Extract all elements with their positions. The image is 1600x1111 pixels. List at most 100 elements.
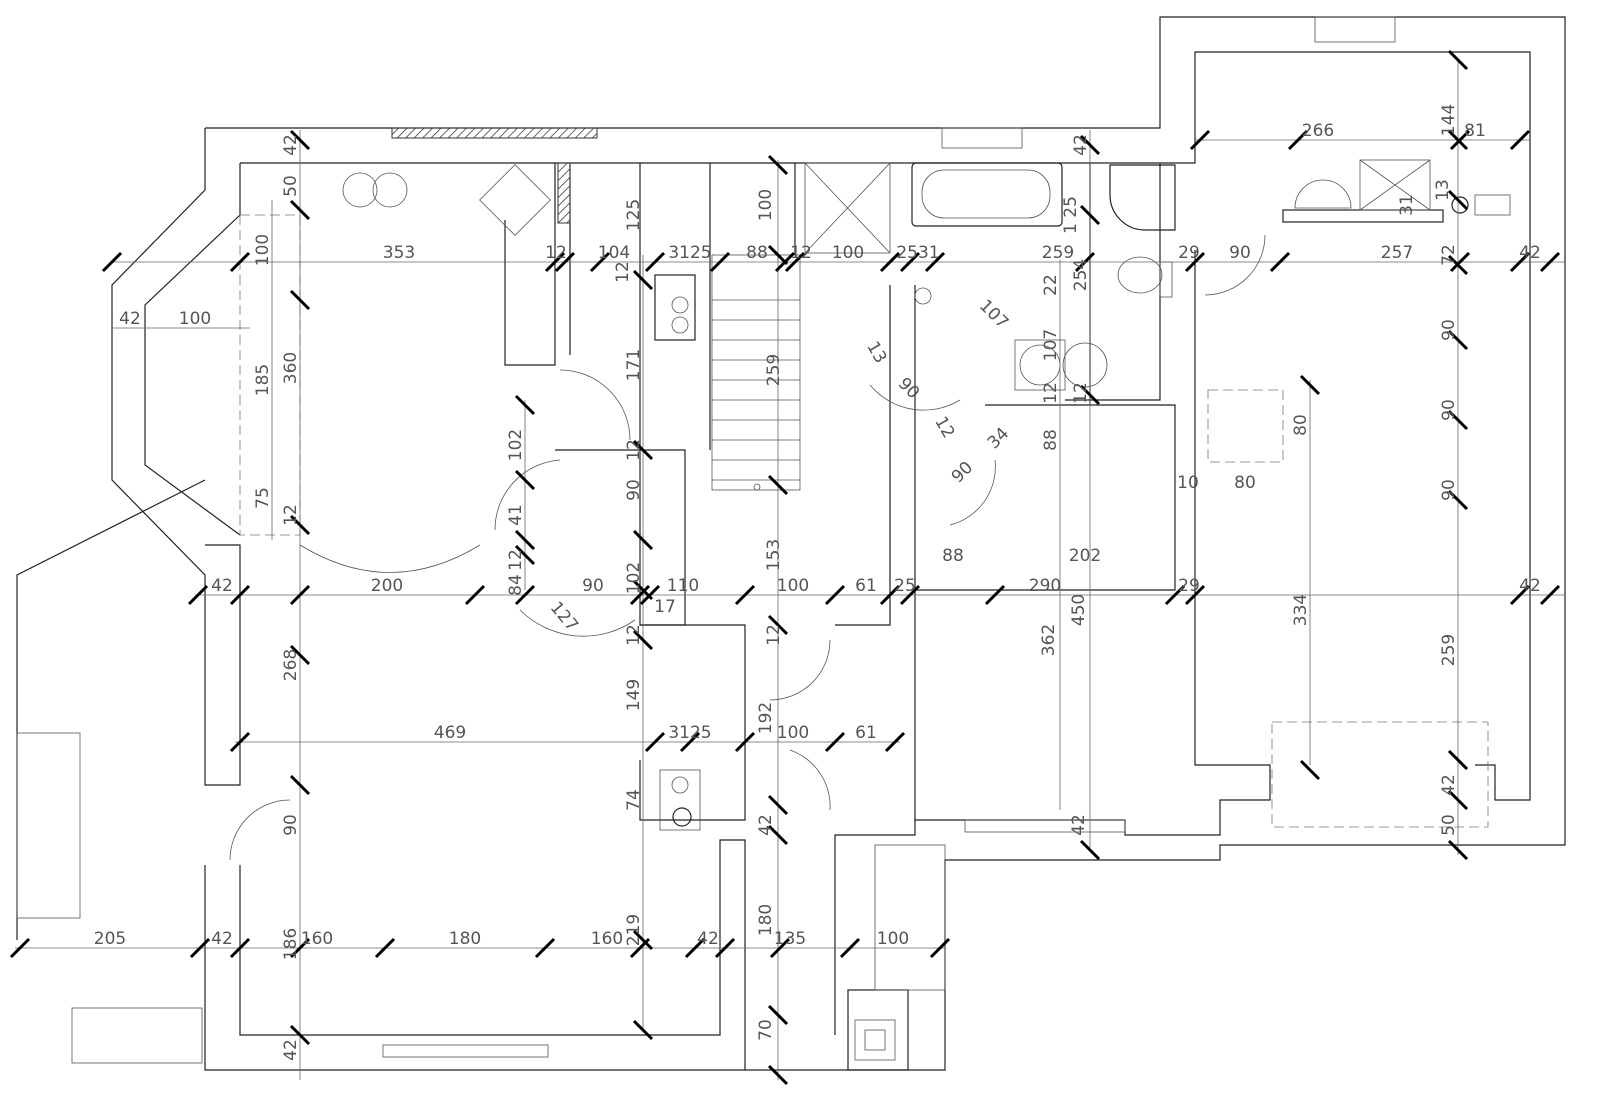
dimension-label: 100	[777, 723, 809, 743]
dimension-label: 259	[764, 354, 784, 386]
dimension-label: 72	[1439, 244, 1459, 266]
dimension-tick	[767, 154, 789, 176]
dimension-label: 125	[624, 199, 644, 231]
dimension-tick	[1509, 129, 1531, 151]
dimension-tick	[1447, 49, 1469, 71]
dimension-label: 75	[253, 487, 273, 509]
dimension-tick	[714, 937, 736, 959]
dimension-label: 259	[1439, 634, 1459, 666]
dimension-label: 90	[894, 374, 923, 403]
dimension-tick	[514, 394, 536, 416]
dimension-label: 186	[281, 928, 301, 960]
dimension-tick	[534, 937, 556, 959]
dimension-label: 149	[624, 679, 644, 711]
outdoor-elements	[16, 214, 1489, 1064]
stairs	[711, 254, 801, 491]
dimension-tick	[1447, 189, 1469, 211]
dimension-label: 31	[1397, 194, 1417, 216]
dimension-label: 12	[790, 243, 812, 263]
dimension-label: 22	[1041, 274, 1061, 296]
dimension-label: 144	[1439, 104, 1459, 136]
dimension-tick	[632, 269, 654, 291]
dimension-label: 88	[1041, 429, 1061, 451]
dimension-tick	[1184, 251, 1206, 273]
dimension-tick	[1079, 839, 1101, 861]
dimension-label: 42	[281, 134, 301, 156]
dimension-tick	[1447, 489, 1469, 511]
dimension-label: 12	[930, 413, 958, 442]
dimension-tick	[229, 251, 251, 273]
dimension-label: 17	[654, 597, 676, 617]
dimension-tick	[767, 794, 789, 816]
dimension-ticks	[9, 49, 1561, 1086]
dimension-label: 42	[1519, 576, 1541, 596]
dimension-tick	[632, 579, 654, 601]
dimension-label: 102	[624, 562, 644, 594]
dimension-label: 100	[756, 189, 776, 221]
dimension-tick	[1447, 254, 1469, 276]
dimension-label: 257	[1381, 243, 1413, 263]
dimension-tick	[101, 251, 123, 273]
dimension-label: 3125	[668, 723, 711, 743]
dimension-tick	[289, 584, 311, 606]
dimension-label: 100	[777, 576, 809, 596]
dimension-label: 202	[1069, 546, 1101, 566]
dimension-tick	[1447, 409, 1469, 431]
dimension-label: 25	[894, 576, 916, 596]
dimension-label: 41	[506, 504, 526, 526]
dimension-tick	[767, 614, 789, 636]
dimension-label: 200	[371, 576, 403, 596]
dimension-label: 42	[697, 929, 719, 949]
dimension-label: 10	[1177, 473, 1199, 493]
dimension-tick	[289, 774, 311, 796]
dimension-label: 2531	[896, 243, 939, 263]
dimension-label: 42	[1519, 243, 1541, 263]
dimension-tick	[1539, 584, 1561, 606]
dimension-tick	[644, 251, 666, 273]
dimension-label: 268	[281, 649, 301, 681]
dimension-tick	[632, 929, 654, 951]
dimension-label: 88	[746, 243, 768, 263]
dimension-label: 100	[877, 929, 909, 949]
dimension-tick	[839, 937, 861, 959]
dimension-tick	[1447, 839, 1469, 861]
dimension-label: 80	[1234, 473, 1256, 493]
dimension-tick	[984, 584, 1006, 606]
dimension-tick	[767, 1004, 789, 1026]
dimension-tick	[1449, 251, 1471, 273]
dimension-label: 259	[1042, 243, 1074, 263]
dimension-tick	[229, 937, 251, 959]
dimension-label: 469	[434, 723, 466, 743]
dimension-tick	[632, 529, 654, 551]
dimension-label: 90	[582, 576, 604, 596]
dimension-tick	[1299, 374, 1321, 396]
dimension-label: 90	[1439, 319, 1459, 341]
dimension-tick	[769, 937, 791, 959]
dimension-tick	[514, 469, 536, 491]
dimension-label: 3125	[668, 243, 711, 263]
dimension-tick	[1269, 251, 1291, 273]
dimension-label: 100	[253, 234, 273, 266]
dimension-label: 13	[1433, 179, 1453, 201]
dimension-label: 12	[624, 439, 644, 461]
dimension-label: 84	[506, 574, 526, 596]
dimension-label: 88	[942, 546, 964, 566]
dimension-label: 80	[1291, 414, 1311, 436]
dimension-tick	[767, 824, 789, 846]
dimension-label: 42	[1071, 134, 1091, 156]
dimension-label: 13	[862, 338, 890, 367]
dimension-tick	[589, 251, 611, 273]
dimension-label: 61	[855, 723, 877, 743]
dimension-label: 104	[598, 243, 630, 263]
dimension-tick	[767, 474, 789, 496]
dimension-tick	[554, 251, 576, 273]
dimension-label: 29	[1178, 576, 1200, 596]
dimension-tick	[1079, 134, 1101, 156]
dimension-label: 90	[281, 814, 301, 836]
dimension-tick	[709, 251, 731, 273]
dimension-label: 81	[1464, 121, 1486, 141]
dimension-label: 50	[1439, 814, 1459, 836]
dimension-label: 205	[94, 929, 126, 949]
dimension-tick	[899, 584, 921, 606]
